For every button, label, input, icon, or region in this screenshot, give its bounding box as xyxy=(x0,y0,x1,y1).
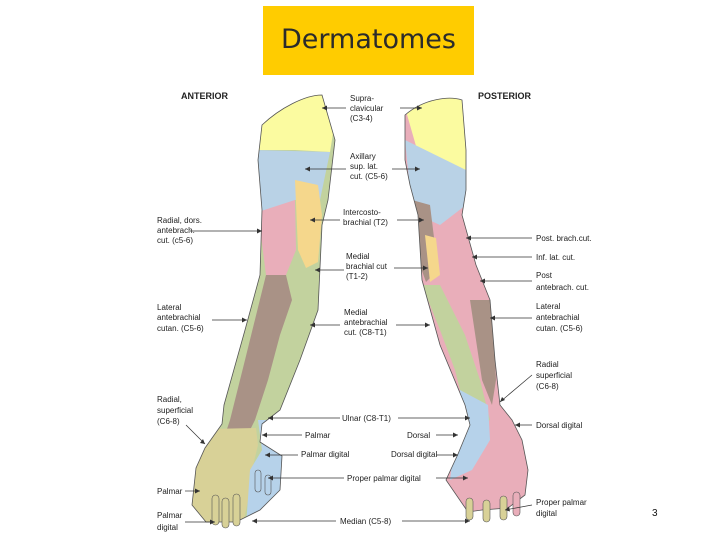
svg-text:(C6-8): (C6-8) xyxy=(157,417,180,426)
label-palmar-left: Palmar xyxy=(157,487,183,496)
svg-text:antebrachial: antebrachial xyxy=(157,313,201,322)
svg-text:Intercosto-: Intercosto- xyxy=(343,208,381,217)
header-anterior: ANTERIOR xyxy=(181,91,229,101)
svg-text:superficial: superficial xyxy=(157,406,193,415)
svg-text:superficial: superficial xyxy=(536,371,572,380)
label-radial-superficial-left: Radial, superficial (C6-8) xyxy=(157,395,193,426)
label-radial-dors: Radial, dors. antebrach. cut. (c5-6) xyxy=(157,216,202,245)
label-dorsal-digital-mid: Dorsal digital xyxy=(391,450,437,459)
label-proper-palmar-digital-right: Proper palmar digital xyxy=(536,498,587,518)
svg-text:Lateral: Lateral xyxy=(536,302,561,311)
label-dorsal-mid: Dorsal xyxy=(407,431,430,440)
svg-text:clavicular: clavicular xyxy=(350,104,384,113)
svg-text:Radial, dors.: Radial, dors. xyxy=(157,216,202,225)
label-ulnar: Ulnar (C8-T1) xyxy=(342,414,391,423)
label-post-brach: Post. brach.cut. xyxy=(536,234,592,243)
svg-text:Proper palmar: Proper palmar xyxy=(536,498,587,507)
svg-text:antebrach.: antebrach. xyxy=(157,226,195,235)
svg-text:(T1-2): (T1-2) xyxy=(346,272,368,281)
svg-text:Medial: Medial xyxy=(346,252,370,261)
page-number: 3 xyxy=(652,508,658,519)
svg-text:antebrachial: antebrachial xyxy=(344,318,388,327)
leader-lines xyxy=(185,105,533,525)
label-lateral-left: Lateral antebrachial cutan. (C5-6) xyxy=(157,303,204,333)
label-median: Median (C5-8) xyxy=(340,517,391,526)
svg-text:Lateral: Lateral xyxy=(157,303,182,312)
svg-text:Axillary: Axillary xyxy=(350,152,376,161)
svg-text:cutan. (C5-6): cutan. (C5-6) xyxy=(536,324,583,333)
label-supraclavicular: Supra- clavicular (C3-4) xyxy=(350,94,384,123)
svg-text:sup. lat.: sup. lat. xyxy=(350,162,378,171)
svg-text:Post: Post xyxy=(536,271,553,280)
svg-text:cut. (C8-T1): cut. (C8-T1) xyxy=(344,328,387,337)
slide-title: Dermatomes xyxy=(281,24,456,55)
svg-text:Palmar: Palmar xyxy=(157,511,183,520)
label-post-antebrach: Post antebrach. cut. xyxy=(536,271,589,292)
label-palmar-mid: Palmar xyxy=(305,431,331,440)
svg-text:digital: digital xyxy=(157,523,178,532)
label-dorsal-digital-right: Dorsal digital xyxy=(536,421,582,430)
header-posterior: POSTERIOR xyxy=(478,91,532,101)
svg-text:(C6-8): (C6-8) xyxy=(536,382,559,391)
svg-text:digital: digital xyxy=(536,509,557,518)
svg-text:cut. (c5-6): cut. (c5-6) xyxy=(157,236,193,245)
title-box: Dermatomes xyxy=(263,6,474,75)
label-intercostobrachial: Intercosto- brachial (T2) xyxy=(343,208,388,227)
anterior-fingers xyxy=(211,469,272,529)
svg-text:Medial: Medial xyxy=(344,308,368,317)
svg-text:antebrach. cut.: antebrach. cut. xyxy=(536,283,589,292)
label-inf-lat: Inf. lat. cut. xyxy=(536,253,575,262)
svg-text:Radial: Radial xyxy=(536,360,559,369)
svg-text:cut. (C5-6): cut. (C5-6) xyxy=(350,172,388,181)
posterior-arm xyxy=(405,98,528,513)
posterior-fingers xyxy=(465,491,521,523)
label-palmar-digital-mid: Palmar digital xyxy=(301,450,350,459)
svg-text:brachial cut: brachial cut xyxy=(346,262,388,271)
label-proper-palmar-digital-mid: Proper palmar digital xyxy=(347,474,421,483)
svg-text:cutan. (C5-6): cutan. (C5-6) xyxy=(157,324,204,333)
label-axillary: Axillary sup. lat. cut. (C5-6) xyxy=(350,152,388,181)
label-radial-superficial-right: Radial superficial (C6-8) xyxy=(536,360,572,391)
label-medial-brachial: Medial brachial cut (T1-2) xyxy=(346,252,388,281)
svg-text:(C3-4): (C3-4) xyxy=(350,114,373,123)
svg-text:antebrachial: antebrachial xyxy=(536,313,580,322)
label-medial-antebrachial: Medial antebrachial cut. (C8-T1) xyxy=(344,308,388,337)
svg-text:Supra-: Supra- xyxy=(350,94,374,103)
label-palmar-digital-left: Palmar digital xyxy=(157,511,183,532)
svg-text:brachial (T2): brachial (T2) xyxy=(343,218,388,227)
svg-text:Radial,: Radial, xyxy=(157,395,182,404)
label-lateral-right: Lateral antebrachial cutan. (C5-6) xyxy=(536,302,583,333)
